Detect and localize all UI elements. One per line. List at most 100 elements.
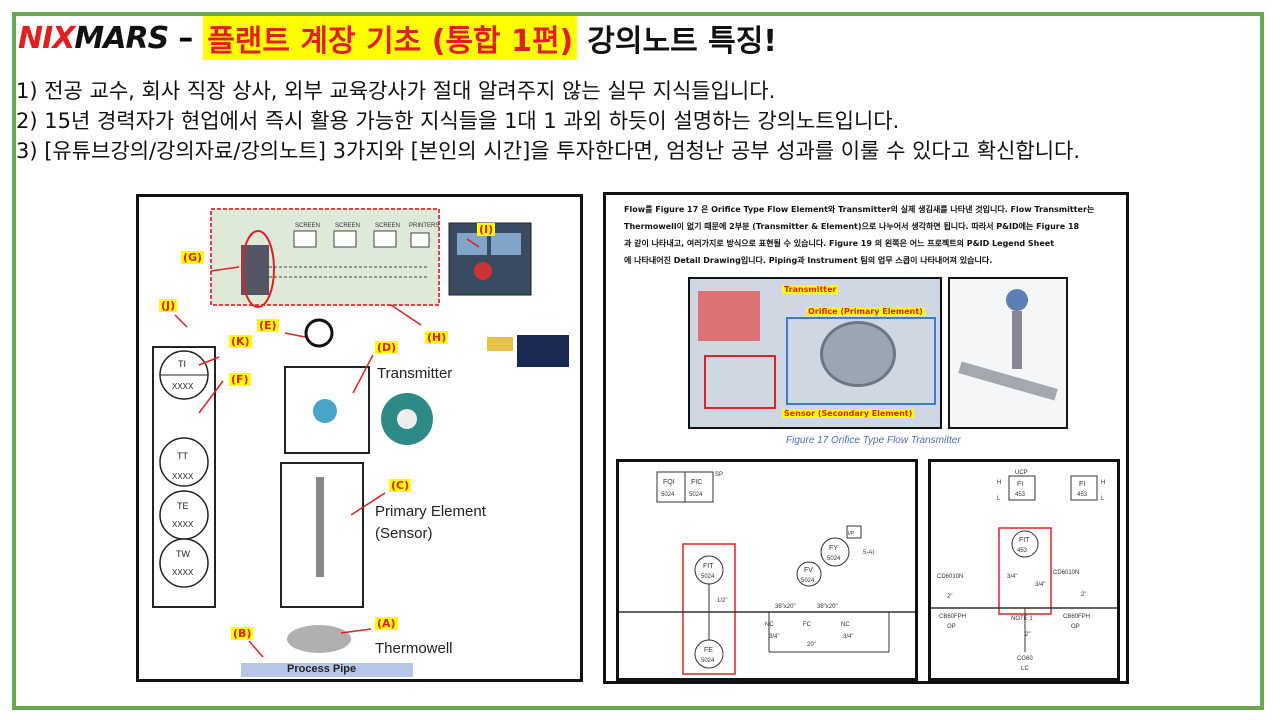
pid-tag: H	[1101, 480, 1105, 486]
pid-number: 5024	[701, 574, 715, 580]
pid-size: 1/2"	[717, 598, 727, 604]
pid-tag: FIT	[1019, 537, 1030, 544]
process-pipe-label: Process Pipe	[287, 663, 357, 675]
paragraph-line: 과 같이 나타내고, 여러가지로 방식으로 표현될 수 있습니다. Figure…	[624, 239, 1055, 248]
process-pipe	[241, 663, 413, 677]
pid-highlight	[682, 543, 736, 675]
paragraph-line: Flow를 Figure 17 은 Orifice Type Flow Elem…	[624, 205, 1095, 214]
pid-number: 5024	[661, 492, 675, 498]
transmitter-label: Transmitter	[377, 365, 453, 382]
instrument-number: XXXX	[172, 472, 194, 481]
pid-tag: OP	[1071, 624, 1080, 630]
pid-detail-left: FQI FIC 5024 5024 SP FIT 5024 FE 5024 1/…	[616, 459, 918, 681]
pid-left-svg: FQI FIC 5024 5024 SP FIT 5024 FE 5024 1/…	[619, 471, 915, 675]
cabinet-highlight	[241, 230, 275, 308]
pid-tag: FQI	[663, 479, 675, 486]
label-transmitter: Transmitter	[782, 285, 839, 294]
left-diagram-svg: SCREEN SCREEN SCREEN PRINTERS TI XXXX TT…	[152, 208, 569, 677]
primary-element-label: Primary Element	[375, 503, 486, 520]
label-c: (C)	[389, 479, 412, 492]
label-i: (I)	[477, 223, 496, 236]
cabinet-icon	[241, 245, 269, 295]
pid-tag: CD6010N	[937, 574, 963, 580]
pid-number: 453	[1015, 492, 1026, 498]
screen-label: SCREEN	[295, 223, 320, 229]
label-a: (A)	[375, 617, 398, 630]
thermowell-label: Thermowell	[375, 640, 453, 657]
pid-tag: FI	[1079, 481, 1085, 488]
pid-tag: FY	[829, 545, 838, 552]
pid-tag: 5-AI	[863, 550, 874, 556]
pid-size: 2"	[1081, 592, 1086, 598]
ethernet-cable-icon	[487, 337, 513, 351]
label-sensor: Sensor (Secondary Element)	[782, 409, 915, 418]
label-e: (E)	[257, 319, 279, 332]
pid-size: 3/4"	[769, 634, 779, 640]
transmitter-icon	[313, 399, 337, 423]
pid-detail-right: UCP FI 453 FI 453 H L H L FIT 453 CD6010…	[928, 459, 1120, 681]
printer-icon	[410, 232, 430, 248]
pid-number: 5024	[827, 556, 841, 562]
pid-size: 20"	[807, 642, 816, 648]
pid-tag: LC	[1021, 666, 1029, 672]
monitor-icon	[333, 230, 357, 248]
pid-tag: CG60	[1017, 656, 1033, 662]
label-d: (D)	[375, 341, 399, 354]
label-f: (F)	[229, 373, 251, 386]
label-b: (B)	[231, 627, 254, 640]
highlighted-title: 플랜트 계장 기초 (통합 1편)	[203, 16, 578, 60]
label-j: (J)	[159, 299, 178, 312]
pid-tag: FV	[804, 567, 813, 574]
instrument-number: XXXX	[172, 520, 194, 529]
pid-size: 38"x20"	[817, 604, 838, 610]
right-document-panel: Flow를 Figure 17 은 Orifice Type Flow Elem…	[603, 192, 1129, 684]
title-rest: 강의노트 특징!	[587, 24, 777, 59]
instrument-tag: TI	[178, 359, 186, 369]
pid-size: 36"x20"	[775, 604, 796, 610]
fiber-optic-icon	[517, 335, 569, 367]
pid-size: 3/4"	[1007, 574, 1017, 580]
pid-number: 453	[1077, 492, 1088, 498]
pid-size: 2"	[947, 594, 952, 600]
feature-line-1: 1) 전공 교수, 회사 직장 상사, 외부 교육강사가 절대 알려주지 않는 …	[16, 79, 776, 103]
pid-tag: I/P	[848, 531, 855, 537]
pid-tag: CB60FPH	[939, 614, 966, 620]
paragraph-line: 에 나타내어진 Detail Drawing입니다. Piping과 Instr…	[624, 256, 993, 265]
instrument-number: XXXX	[172, 568, 194, 577]
sensor-label: (Sensor)	[375, 525, 433, 542]
pid-number: 5024	[689, 492, 703, 498]
pid-right-svg: UCP FI 453 FI 453 H L H L FIT 453 CD6010…	[931, 470, 1117, 672]
pid-tag: UCP	[1015, 470, 1028, 476]
screen-label: SCREEN	[375, 223, 400, 229]
pid-tag: L	[997, 496, 1001, 502]
label-g: (G)	[181, 251, 205, 264]
pid-size: 3/4"	[843, 634, 853, 640]
monitor-icon	[293, 230, 317, 248]
pid-tag: NC	[841, 622, 850, 628]
instrument-tag: TE	[177, 501, 189, 511]
pid-tag: OP	[947, 624, 956, 630]
title-dash: –	[178, 20, 194, 56]
nixmars-logo: NIXMARS	[18, 20, 169, 56]
pid-size: 3/4"	[1035, 582, 1045, 588]
instrument-tag: TW	[176, 549, 190, 559]
monitor-icon	[373, 230, 397, 248]
instrument-number: XXXX	[172, 382, 194, 391]
pid-tag: H	[997, 480, 1001, 486]
label-k: (K)	[229, 335, 252, 348]
pid-size: 2"	[1025, 632, 1030, 638]
figure-caption: Figure 17 Orifice Type Flow Transmitter	[786, 435, 961, 446]
pid-note: NOTE 1	[1011, 616, 1033, 622]
pid-tag: SP	[715, 472, 723, 478]
pid-tag: FIT	[703, 563, 714, 570]
printer-label: PRINTERS	[409, 223, 439, 229]
label-h: (H)	[425, 331, 449, 344]
instrument-tag: TT	[177, 451, 188, 461]
feature-line-2: 2) 15년 경력자가 현업에서 즉시 활용 가능한 지식들을 1대 1 과외 …	[16, 109, 900, 133]
flow-meter-photo	[948, 277, 1068, 429]
pid-tag: FE	[704, 647, 713, 654]
label-orifice: Orifice (Primary Element)	[806, 307, 925, 316]
pid-tag: CD6010N	[1053, 570, 1079, 576]
pid-tag: CB60FPH	[1063, 614, 1090, 620]
left-diagram-panel: SCREEN SCREEN SCREEN PRINTERS TI XXXX TT…	[136, 194, 583, 682]
